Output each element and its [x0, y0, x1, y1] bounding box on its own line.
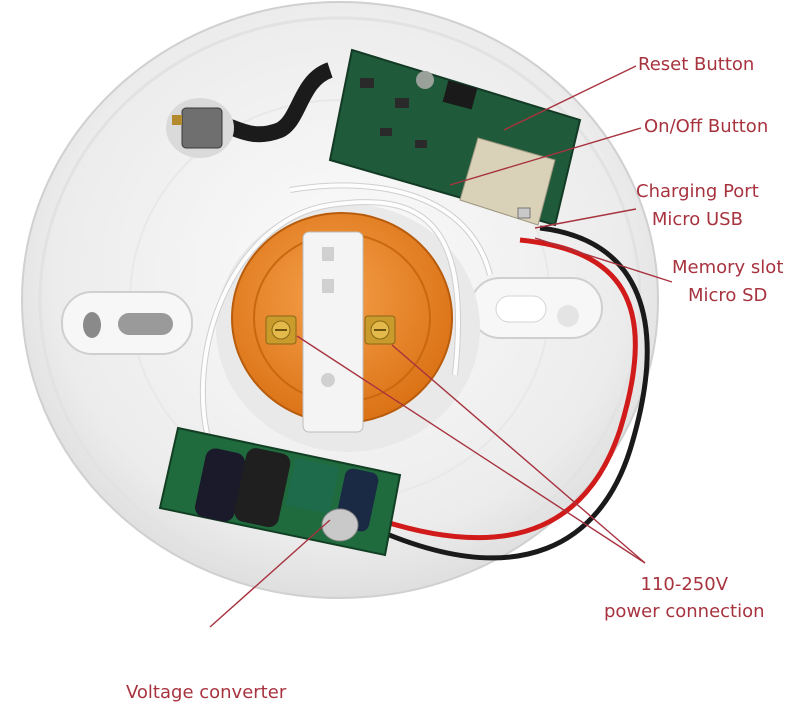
main-pcb — [328, 48, 582, 227]
orange-socket — [216, 204, 480, 452]
white-wires — [199, 182, 493, 456]
memory-slot-line2: Micro SD — [687, 285, 768, 306]
memory-slot-label: Memory slot Micro SD — [672, 257, 783, 307]
power-connection-label: 110-250V power connection — [604, 574, 765, 623]
power-connection-line1: 110-250V — [640, 574, 729, 595]
leader-lines — [209, 65, 673, 628]
right-mounting-tab — [469, 277, 603, 339]
left-mounting-tab — [61, 291, 193, 355]
charging-port-line1: Charging Port — [636, 181, 759, 202]
reset-button-label: Reset Button — [638, 54, 755, 75]
memory-slot-line1: Memory slot — [672, 257, 784, 278]
screw-terminals — [265, 315, 396, 345]
camera-module — [166, 62, 334, 158]
onoff-button-label: On/Off Button — [644, 116, 769, 137]
power-wires — [379, 225, 650, 561]
charging-port-line2: Micro USB — [651, 209, 743, 230]
voltage-converter-label: Voltage converter — [126, 682, 287, 703]
power-connection-line2: power connection — [604, 601, 765, 622]
charging-port-label: Charging Port Micro USB — [636, 181, 759, 231]
voltage-converter-board — [158, 426, 402, 557]
